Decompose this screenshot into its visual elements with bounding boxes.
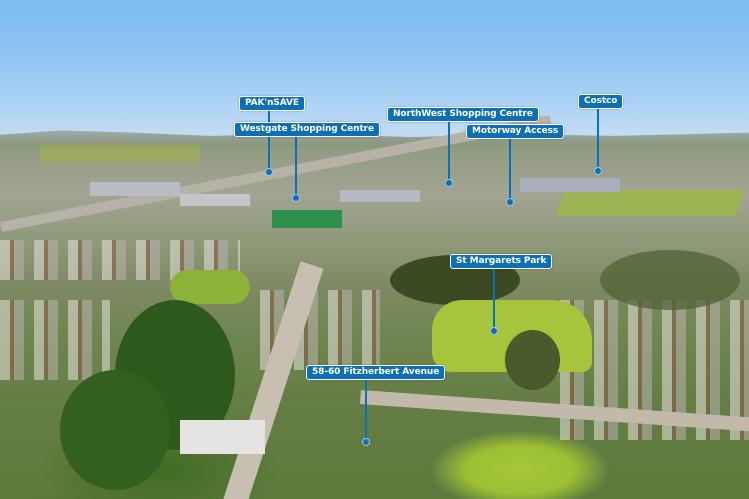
tree-cluster [60,370,170,490]
callout-label: PAK'nSAVE [239,96,305,111]
green-roof-building [272,210,342,228]
callout-label: Motorway Access [466,124,565,139]
leader-line [268,109,270,172]
distant-field-east [555,190,745,216]
callout-label: NorthWest Shopping Centre [387,107,539,122]
commercial-building [340,190,420,202]
commercial-building [90,182,180,196]
location-pin-icon [265,168,273,176]
leader-line [365,378,367,442]
sky [0,0,749,140]
callout-label: Costco [578,94,624,109]
housing-cluster [0,300,110,380]
leader-line [597,107,599,171]
leader-line [295,135,297,198]
leader-line [509,137,511,202]
location-pin-icon [362,438,370,446]
leader-line [493,267,495,331]
callout-label: Westgate Shopping Centre [234,122,381,137]
location-pin-icon [594,167,602,175]
callout-label: 58-60 Fitzherbert Avenue [306,365,446,380]
leader-line [448,120,450,183]
location-pin-icon [506,198,514,206]
townhouse [180,420,265,454]
tree [505,330,560,390]
location-pin-icon [292,194,300,202]
location-pin-icon [490,327,498,335]
callout-label: St Margarets Park [450,254,553,269]
reserve-field [170,270,250,304]
tree-cluster [600,250,740,310]
commercial-building [520,178,620,192]
location-pin-icon [445,179,453,187]
distant-field [40,145,200,163]
commercial-building [180,194,250,206]
